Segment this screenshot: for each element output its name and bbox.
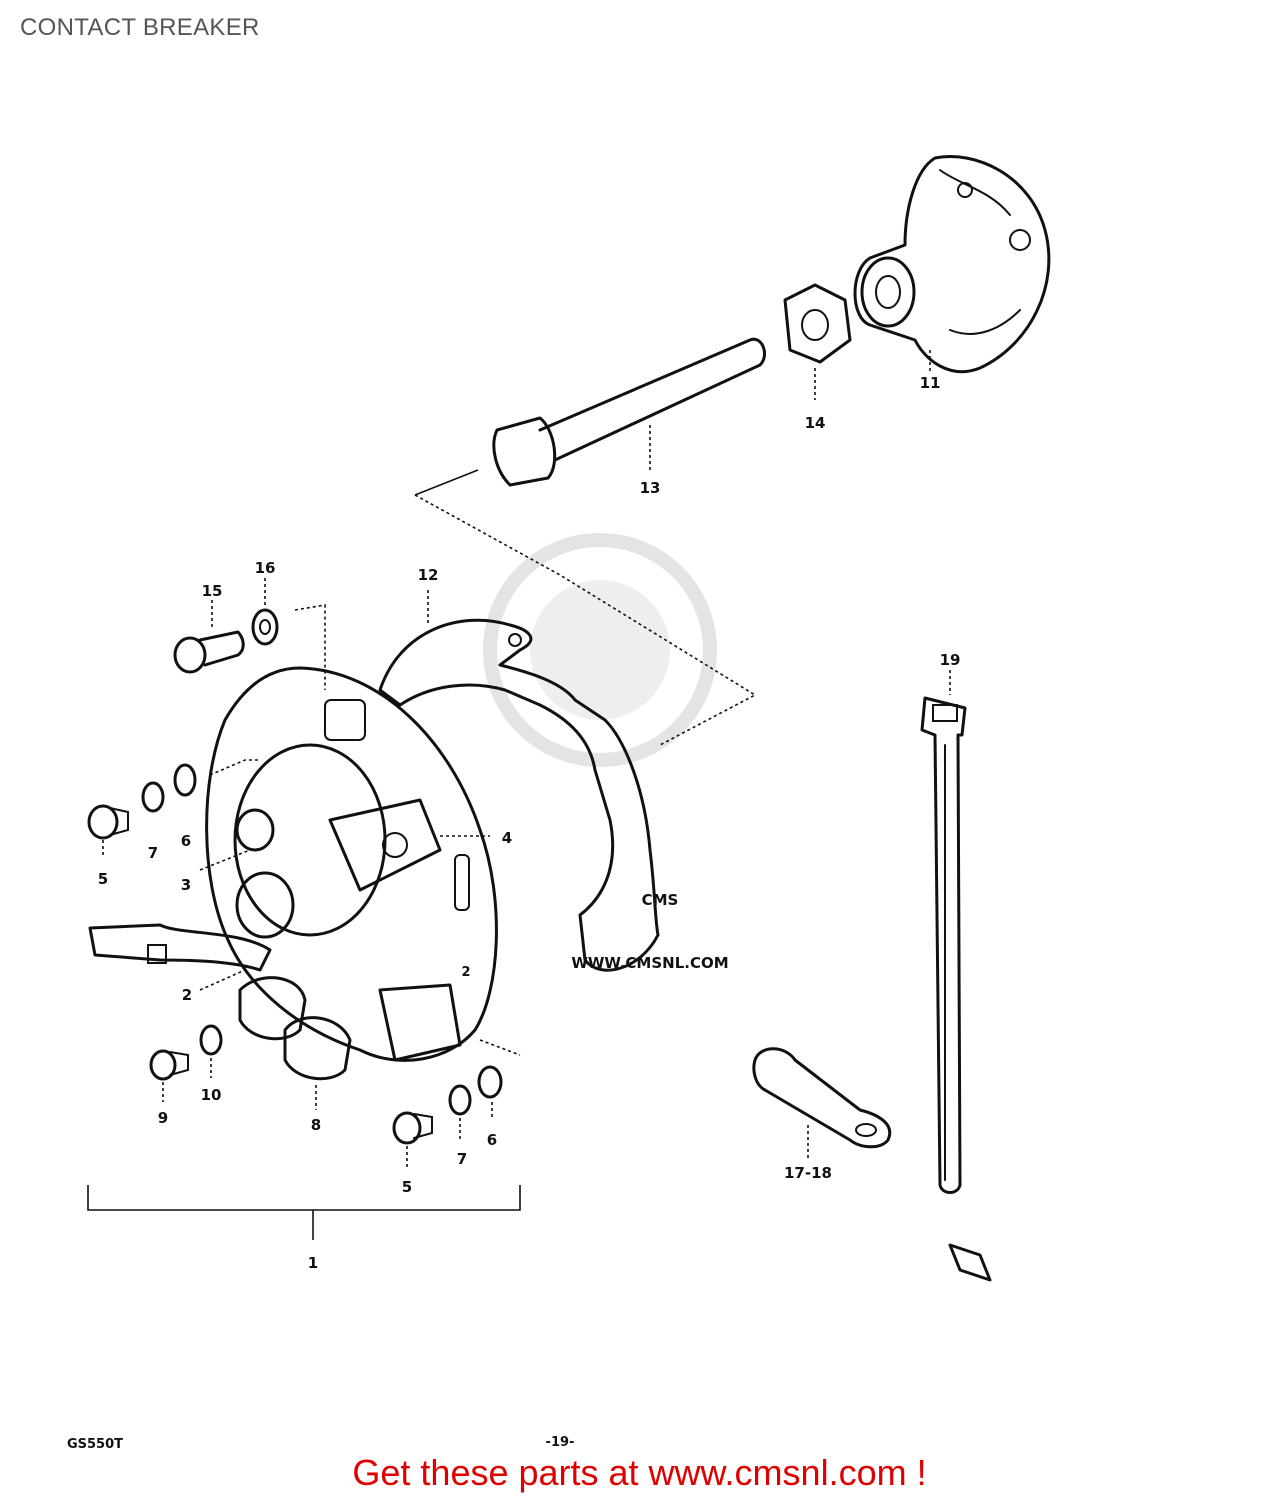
callout-15: 15 bbox=[202, 582, 223, 600]
part-14-nut bbox=[783, 283, 852, 364]
part-13-shaft bbox=[492, 337, 766, 487]
part-19-cable-tie bbox=[920, 696, 967, 1194]
callout-7a: 7 bbox=[148, 844, 158, 862]
watermark-url: WWW.CMSNL.COM bbox=[571, 954, 728, 972]
callout-6a: 6 bbox=[181, 832, 191, 850]
callout-6b: 6 bbox=[487, 1131, 497, 1149]
watermark: CMS WWW.CMSNL.COM bbox=[483, 533, 729, 972]
callout-1: 1 bbox=[308, 1254, 318, 1272]
promo-link[interactable]: Get these parts at www.cmsnl.com ! bbox=[352, 1452, 927, 1493]
leader-6a-bracket bbox=[209, 759, 260, 776]
callout-16: 16 bbox=[255, 559, 276, 577]
part-10-washer bbox=[199, 1024, 223, 1056]
page-number: -19- bbox=[546, 1435, 575, 1450]
callout-5b: 5 bbox=[402, 1178, 412, 1196]
part-15-screw bbox=[173, 630, 245, 674]
callout-7b: 7 bbox=[457, 1150, 467, 1168]
callout-4: 4 bbox=[502, 829, 512, 847]
callout-10: 10 bbox=[201, 1086, 222, 1104]
callout-19: 19 bbox=[940, 651, 961, 669]
callout-3b: 2 bbox=[461, 965, 470, 980]
part-9-screw bbox=[149, 1049, 189, 1081]
callout-11: 11 bbox=[920, 374, 941, 392]
leader-3 bbox=[199, 849, 251, 871]
page-title: CONTACT BREAKER bbox=[20, 14, 260, 41]
part-19-tie-tip bbox=[948, 1243, 992, 1282]
callout-17-18: 17-18 bbox=[784, 1164, 832, 1182]
callout-9: 9 bbox=[158, 1109, 168, 1127]
part-7-lockwasher-right bbox=[448, 1084, 472, 1116]
part-12-retainer bbox=[378, 618, 660, 972]
part-17-18-clamp bbox=[752, 1047, 892, 1149]
callout-3: 3 bbox=[181, 876, 191, 894]
assembly-line-top bbox=[414, 469, 479, 496]
callout-5a: 5 bbox=[98, 870, 108, 888]
leader-16-bracket bbox=[294, 604, 326, 690]
part-6-washer-right bbox=[477, 1065, 503, 1099]
part-1-breaker-plate bbox=[88, 666, 498, 1081]
part-5-screw-left bbox=[87, 804, 129, 840]
leader-6b-bracket bbox=[479, 1039, 521, 1056]
leader-2a bbox=[199, 969, 246, 991]
part-11-advancer-housing bbox=[853, 155, 1051, 374]
callout-13: 13 bbox=[640, 479, 661, 497]
callout-8: 8 bbox=[311, 1116, 321, 1134]
part-16-washer bbox=[251, 608, 279, 646]
bracket-1 bbox=[87, 1185, 521, 1211]
callout-12: 12 bbox=[418, 566, 439, 584]
part-7-lockwasher-left bbox=[141, 781, 165, 813]
part-5-screw-right bbox=[392, 1111, 433, 1145]
callout-14: 14 bbox=[805, 414, 826, 432]
watermark-brand: CMS bbox=[642, 891, 679, 909]
callout-2a: 2 bbox=[182, 986, 192, 1004]
part-6-washer-left bbox=[173, 763, 197, 797]
model-code: GS550T bbox=[67, 1437, 123, 1452]
